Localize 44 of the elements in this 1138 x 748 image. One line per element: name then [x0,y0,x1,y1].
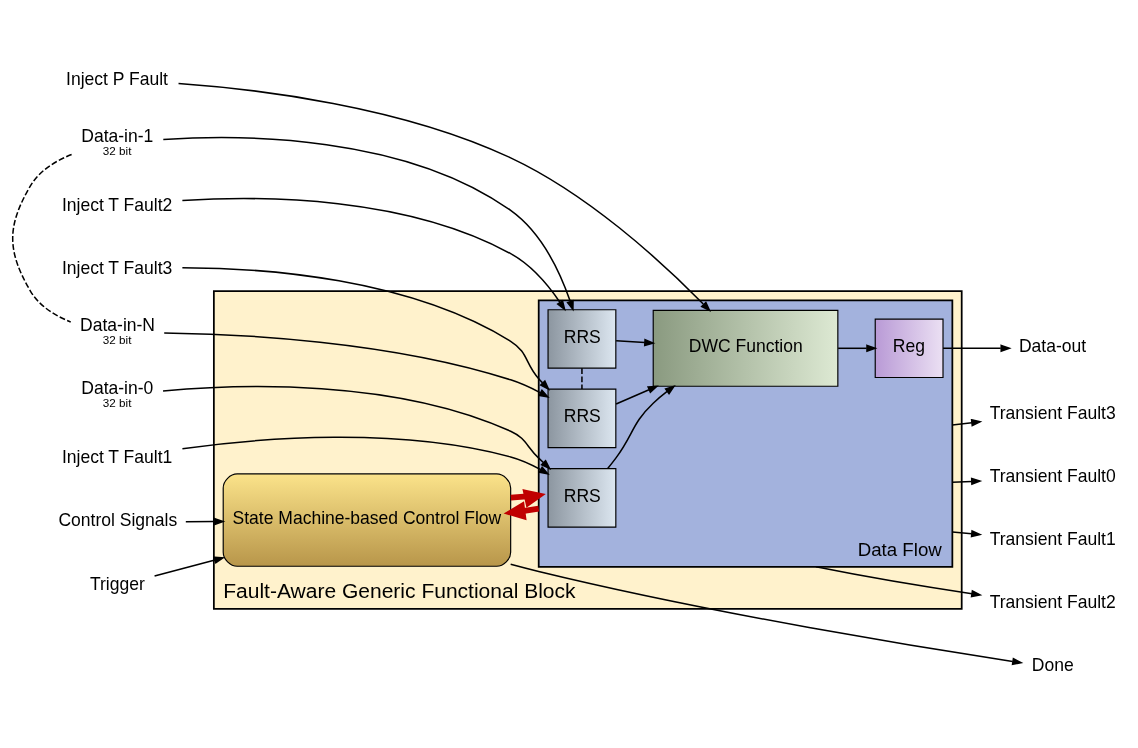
node-text: Transient Fault0 [989,466,1116,487]
node-box: RRS [547,309,617,369]
node-text: Control Signals [58,510,178,531]
connector [11,153,73,323]
node-text: Transient Fault2 [989,592,1116,613]
arrow [510,489,546,508]
node-box: RRS [547,468,617,528]
arrow [153,556,226,577]
arrow [181,436,550,475]
arrow [162,137,574,312]
arrow [815,566,983,598]
node-text: Inject T Fault2 [61,194,173,215]
node-box: State Machine-based Control Flow [222,473,512,567]
arrow [615,385,659,405]
node-text: Trigger [90,573,145,594]
node-text: Transient Fault3 [989,402,1116,423]
node-text: Data-in-0 [81,378,154,399]
arrow [951,529,983,538]
arrow [606,385,676,470]
node-label: 32 bit [102,333,132,347]
arrow [951,477,983,486]
node-text: Done [1031,655,1074,676]
arrow [181,197,566,312]
arrow [951,418,983,427]
connector [581,367,583,390]
node-box: RRS [547,388,617,449]
arrow [181,267,551,391]
arrow [837,344,878,353]
node-text: Inject P Fault [66,68,168,89]
node-text: Data-in-N [80,315,156,336]
arrow [185,517,226,526]
arrow [177,82,712,312]
node-label: 32 bit [102,396,132,410]
node-text: Inject T Fault1 [61,447,173,468]
node-text: Inject T Fault3 [61,258,173,279]
node-text: Data-out [1018,336,1087,357]
node-box: DWC Function [652,309,839,387]
node-text: Transient Fault1 [989,529,1116,550]
arrow [163,332,550,398]
arrow [942,344,1012,353]
arrow [615,338,656,347]
arrow [162,385,552,470]
arrow [509,563,1024,666]
node-box: Reg [874,318,944,379]
